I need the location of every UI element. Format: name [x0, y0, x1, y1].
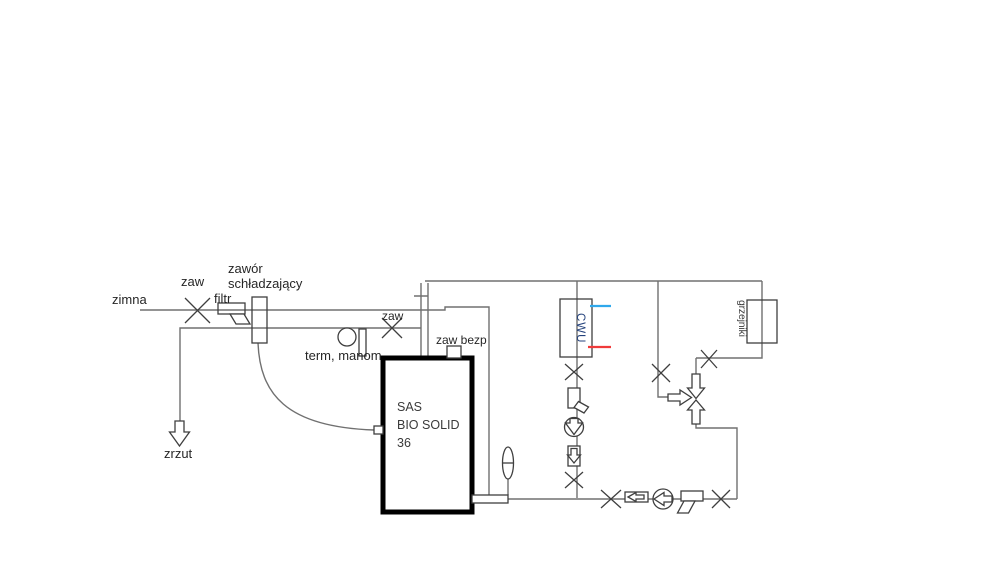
dhw-check-valve-icon	[566, 445, 582, 467]
cold-water-pipe	[140, 306, 490, 495]
dhw-filter-icon	[567, 387, 590, 414]
pipes-layer	[140, 280, 763, 500]
label-therm-manom: term, manom	[305, 348, 382, 363]
boiler-outlet-stub	[471, 494, 509, 504]
label-safety-valve: zaw bezp	[436, 333, 487, 347]
symbols-layer	[168, 296, 778, 515]
drain-arrow-icon	[168, 420, 191, 448]
cooling-capillary-curve	[257, 342, 375, 431]
label-filter: filtr	[214, 291, 232, 306]
label-cold-valve: zaw	[181, 274, 205, 289]
label-dhw-tank: CWU	[574, 313, 586, 344]
return-filter-icon	[676, 490, 704, 514]
boiler-title-line1: SAS	[397, 400, 423, 414]
boiler-title-line3: 36	[397, 436, 411, 450]
radiator-return-valve-icon	[700, 349, 718, 369]
radiator-pipe	[695, 281, 763, 374]
dhw-pump-icon	[563, 416, 585, 438]
cooling-discharge-pipe	[179, 327, 421, 421]
dhw-tank-box	[559, 298, 593, 358]
supply-valve-icon	[381, 317, 403, 339]
manometer-icon	[337, 327, 357, 347]
return-pump-icon	[652, 488, 674, 510]
cooling-valve-icon	[251, 296, 268, 344]
label-cold-water: zimna	[112, 292, 147, 307]
mixing-outlet-pipe	[695, 424, 738, 499]
label-drain: zrzut	[164, 446, 193, 461]
radiator-box	[746, 299, 778, 344]
label-radiators: grzejniki	[736, 300, 748, 337]
label-cooling-valve-line1: zawór	[228, 261, 263, 276]
boiler-side-connector	[373, 425, 384, 435]
cold-filter-icon	[217, 302, 252, 325]
boiler-box	[380, 355, 475, 515]
dhw-valve-upper-icon	[564, 363, 584, 381]
return-valve-left-icon	[600, 489, 622, 509]
dhw-valve-lower-icon	[564, 471, 584, 489]
thermometer-icon	[358, 328, 367, 357]
three-way-mixing-valve-icon	[667, 373, 706, 425]
label-cooling-valve: zawór schładzający	[228, 261, 302, 291]
safety-valve-icon	[446, 345, 462, 359]
label-supply-valve: zaw	[382, 309, 404, 323]
return-valve-right-icon	[711, 489, 731, 509]
mixing-supply-valve-icon	[651, 363, 671, 383]
boiler-riser-pipe	[414, 283, 429, 358]
label-cooling-valve-line2: schładzający	[228, 276, 303, 291]
cold-valve-icon	[184, 297, 211, 324]
mixing-hot-inlet-pipe	[657, 281, 668, 398]
return-thermometer-icon	[501, 446, 515, 480]
boiler-title-line2: BIO SOLID	[397, 418, 460, 432]
boiler-title: SAS BIO SOLID 36	[397, 398, 460, 452]
return-check-valve-icon	[624, 491, 649, 503]
